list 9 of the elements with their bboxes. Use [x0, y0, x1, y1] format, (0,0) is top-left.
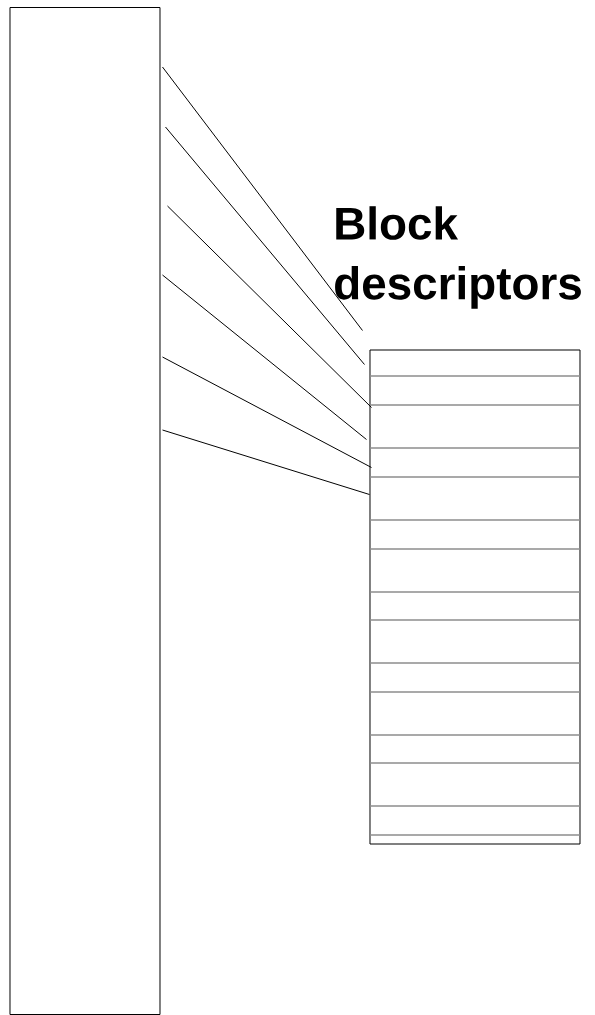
leader-line — [162, 66, 363, 331]
leader-line — [162, 356, 372, 468]
leader-line — [162, 429, 370, 495]
heading-label: Block descriptors — [335, 206, 581, 309]
descriptor-table — [369, 349, 581, 845]
memory-column — [9, 7, 161, 1015]
leader-line — [167, 205, 372, 408]
leader-line — [162, 274, 367, 440]
leader-line — [165, 126, 365, 365]
